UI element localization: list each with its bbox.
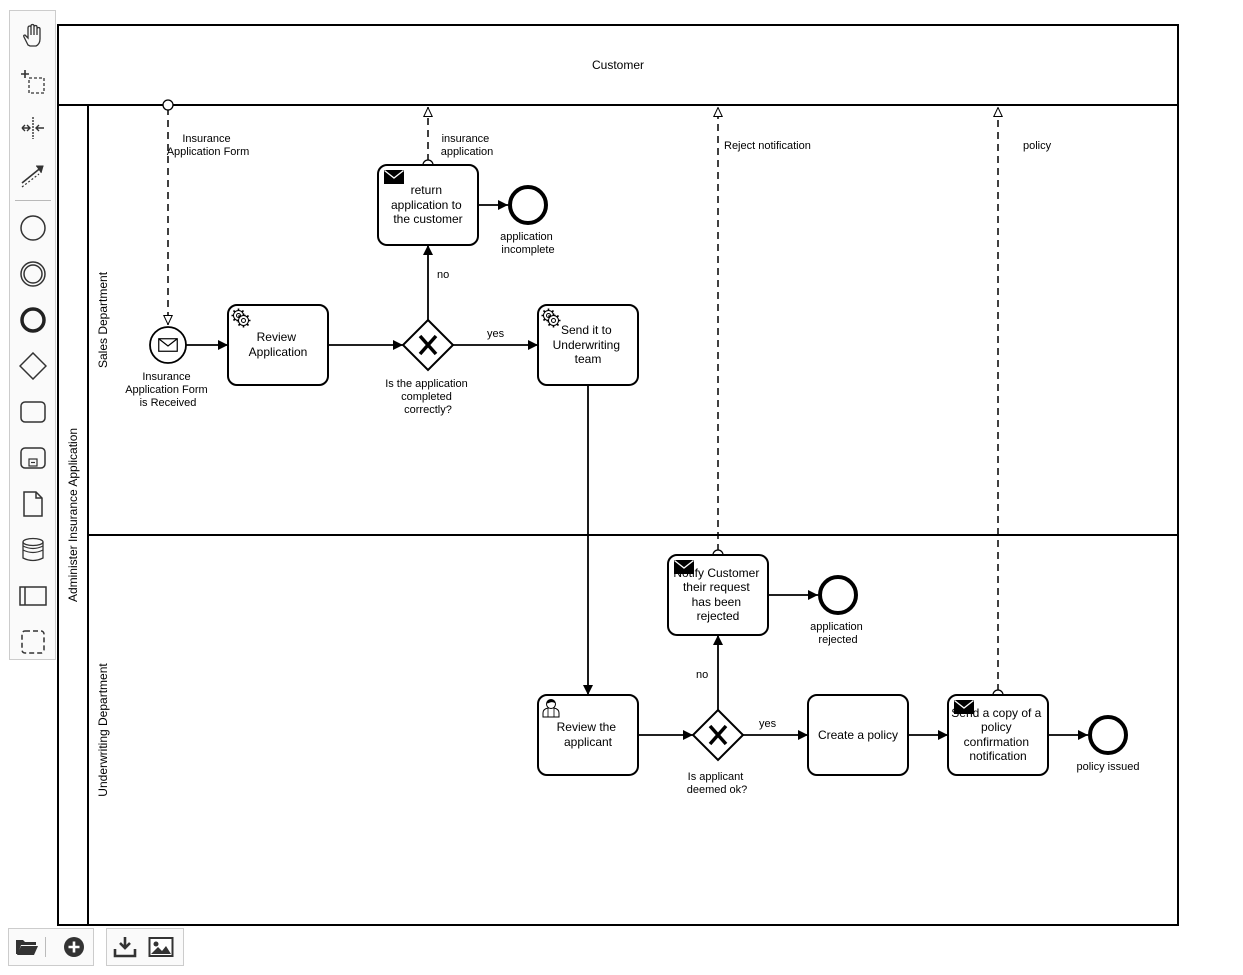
flow-label-no: no	[696, 669, 708, 681]
message-flow-source-circle	[162, 99, 174, 111]
end-event-label: application incomplete	[500, 231, 556, 256]
message-label-insurance-application: insurance application	[441, 133, 494, 158]
message-label-policy: policy	[1023, 140, 1052, 152]
task-label: return application to the customer	[391, 183, 465, 226]
start-event-label: Insurance Application Form is Received	[125, 371, 211, 409]
end-event-application-rejected[interactable]: application rejected	[810, 575, 866, 646]
task-label: Review Application	[249, 330, 308, 359]
send-task-envelope-icon	[954, 700, 974, 714]
space-tool-icon[interactable]	[14, 109, 52, 147]
task-send-to-underwriting[interactable]: Send it to Underwriting team	[537, 304, 639, 386]
process-pool-label: Administer Insurance Application	[66, 428, 80, 602]
task-review-application[interactable]: Review Application	[227, 304, 329, 386]
export-image-icon[interactable]	[143, 930, 179, 964]
pool-participant-icon[interactable]	[14, 577, 52, 615]
end-event-policy-issued[interactable]: policy issued	[1077, 715, 1140, 773]
exclusive-gateway-x-icon	[708, 724, 728, 746]
new-diagram-icon[interactable]	[56, 930, 92, 964]
toolbar-divider	[45, 937, 46, 957]
end-event-icon[interactable]	[14, 301, 52, 339]
start-event-icon[interactable]	[14, 209, 52, 247]
task-review-applicant[interactable]: Review the applicant	[537, 694, 639, 776]
flow-label-yes: yes	[487, 328, 505, 340]
open-folder-icon[interactable]	[9, 930, 45, 964]
end-event-label: policy issued	[1077, 761, 1140, 773]
data-object-icon[interactable]	[14, 485, 52, 523]
gateway-label: Is the application completed correctly?	[385, 378, 471, 416]
customer-pool[interactable]: Customer	[57, 24, 1179, 106]
export-toolbar-group	[106, 928, 184, 966]
lane-underwriting[interactable]: Underwriting Department	[96, 663, 110, 797]
global-connect-tool-icon[interactable]	[14, 155, 52, 193]
lasso-tool-icon[interactable]	[14, 63, 52, 101]
end-event-label: application rejected	[810, 621, 866, 646]
hand-tool-icon[interactable]	[14, 17, 52, 55]
task-label: Notify Customer their request has been r…	[673, 566, 762, 623]
task-label: Send a copy of a policy confirmation not…	[951, 706, 1044, 763]
gateway-applicant-deemed-ok[interactable]: Is applicant deemed ok?	[687, 708, 748, 796]
start-event-message[interactable]: Insurance Application Form is Received	[125, 326, 211, 409]
customer-pool-label: Customer	[592, 58, 644, 72]
task-icon[interactable]	[14, 393, 52, 431]
lane-sales[interactable]: Sales Department	[96, 271, 110, 368]
flow-label-yes: yes	[759, 718, 777, 730]
envelope-icon	[158, 338, 178, 352]
send-task-envelope-icon	[674, 560, 694, 574]
exclusive-gateway-x-icon	[418, 334, 438, 356]
end-event-application-incomplete[interactable]: application incomplete	[500, 185, 556, 256]
gateway-icon[interactable]	[14, 347, 52, 385]
task-label: Create a policy	[818, 728, 898, 742]
task-return-application[interactable]: return application to the customer	[377, 164, 479, 246]
bottom-toolbar	[0, 928, 190, 968]
intermediate-event-icon[interactable]	[14, 255, 52, 293]
message-label-reject-notification: Reject notification	[724, 140, 811, 152]
group-icon[interactable]	[14, 623, 52, 661]
tool-palette	[9, 10, 56, 660]
process-pool[interactable]: Administer Insurance Application	[57, 104, 1179, 926]
file-toolbar-group	[8, 928, 94, 966]
task-label: Review the applicant	[557, 720, 620, 749]
gateway-application-completed[interactable]: Is the application completed correctly?	[385, 318, 471, 416]
task-notify-customer[interactable]: Notify Customer their request has been r…	[667, 554, 769, 636]
send-task-envelope-icon	[384, 170, 404, 184]
task-send-policy-copy[interactable]: Send a copy of a policy confirmation not…	[947, 694, 1049, 776]
gateway-label: Is applicant deemed ok?	[687, 771, 748, 796]
task-label: Send it to Underwriting team	[553, 323, 624, 366]
flow-label-no: no	[437, 269, 449, 281]
data-store-icon[interactable]	[14, 531, 52, 569]
subprocess-icon[interactable]	[14, 439, 52, 477]
task-create-policy[interactable]: Create a policy	[807, 694, 909, 776]
message-label-application-form: Insurance Application Form	[167, 133, 250, 158]
download-icon[interactable]	[107, 930, 143, 964]
lane-underwriting-label: Underwriting Department	[96, 663, 110, 797]
lane-sales-label: Sales Department	[96, 271, 110, 368]
